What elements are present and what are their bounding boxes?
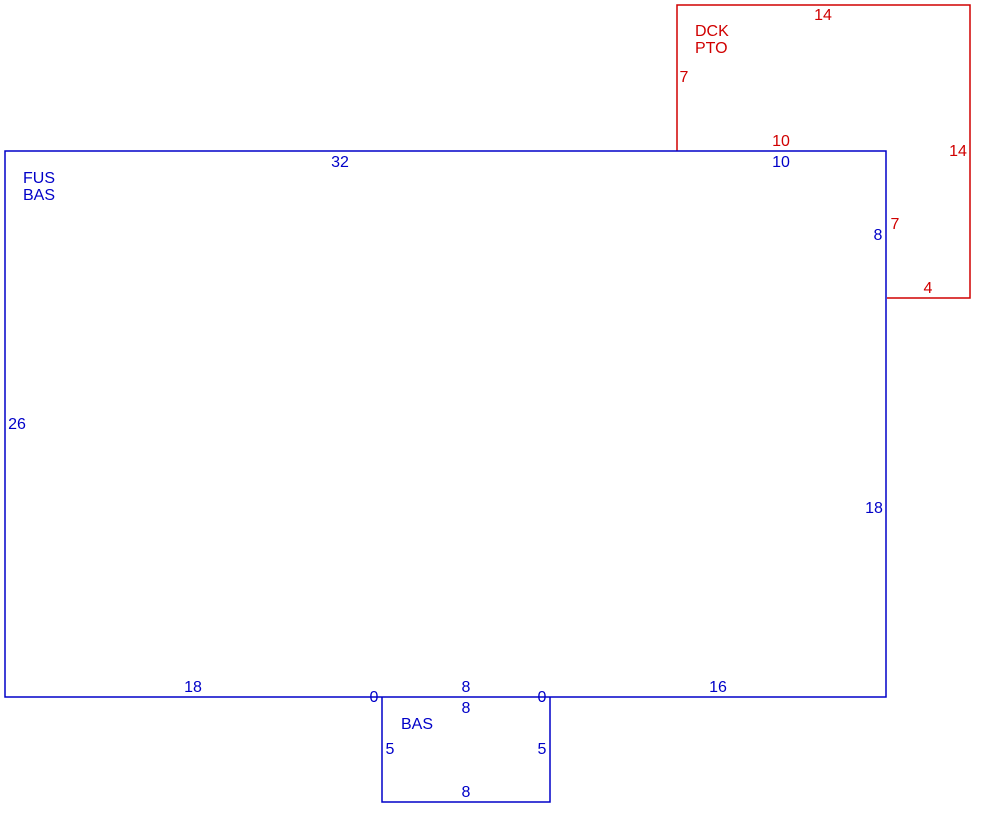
main-area-code-1: FUS [23, 170, 55, 187]
deck-area-code-2: PTO [695, 40, 728, 57]
bump-area-code: BAS [401, 716, 433, 733]
dim-main-top-right: 10 [772, 154, 790, 171]
dim-deck-left: 7 [680, 69, 689, 86]
dim-deck-right: 14 [949, 143, 967, 160]
dim-deck-bottom: 4 [924, 280, 933, 297]
dim-main-top: 32 [331, 154, 349, 171]
dim-main-right-upper: 8 [874, 227, 883, 244]
deck-area-code-1: DCK [695, 23, 729, 40]
dim-main-bottom-gap: 8 [462, 679, 471, 696]
dim-deck-inner-right: 7 [891, 216, 900, 233]
deck-area-label: DCK PTO [695, 23, 729, 57]
dim-main-right-lower: 18 [865, 500, 883, 517]
dim-bump-right: 5 [538, 741, 547, 758]
dim-bump-top: 8 [462, 700, 471, 717]
dim-bump-bottom: 8 [462, 784, 471, 801]
dim-main-bottom-right: 16 [709, 679, 727, 696]
main-area-label: FUS BAS [23, 170, 55, 204]
dim-deck-top: 14 [814, 7, 832, 24]
bump-out-outline [381, 697, 551, 803]
dim-main-left: 26 [8, 416, 26, 433]
main-area-code-2: BAS [23, 187, 55, 204]
deck-outline [676, 4, 971, 299]
dim-main-bottom-left: 18 [184, 679, 202, 696]
dim-main-bottom-left-joint: 0 [370, 689, 379, 706]
dim-bump-left: 5 [386, 741, 395, 758]
dim-deck-bottom-edge: 10 [772, 133, 790, 150]
dim-main-bottom-right-joint: 0 [538, 689, 547, 706]
main-building-outline [4, 150, 887, 698]
